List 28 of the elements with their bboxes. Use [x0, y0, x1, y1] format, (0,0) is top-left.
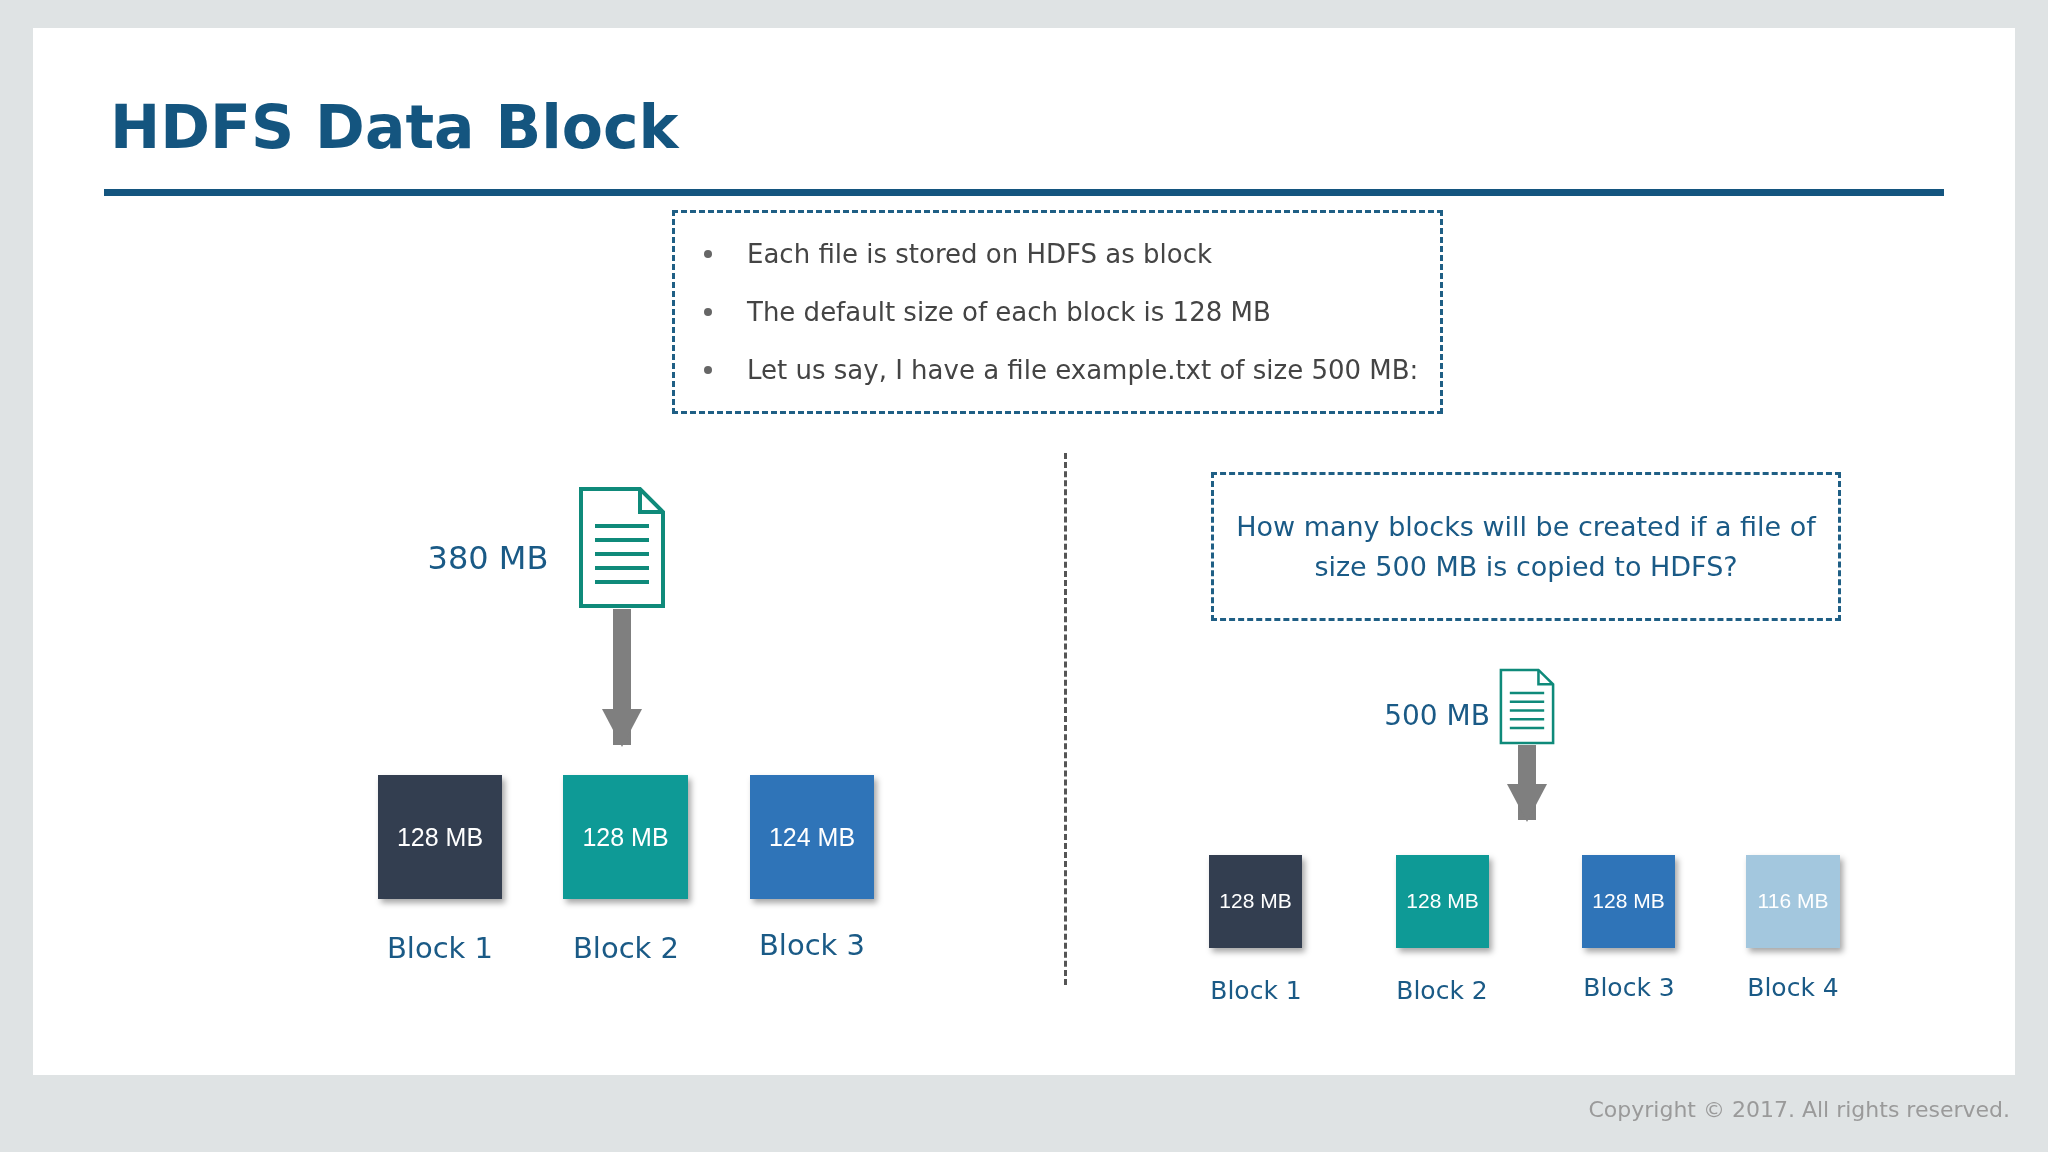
- question-box: [1211, 472, 1841, 621]
- text-label: Block 3: [1583, 972, 1675, 1002]
- text-label: Block 4: [1747, 972, 1839, 1002]
- data-block: 116 MB: [1746, 855, 1840, 948]
- copyright-note: Copyright © 2017. All rights reserved.: [1588, 1097, 2010, 1122]
- data-block: 128 MB: [1209, 855, 1302, 948]
- data-block: 128 MB: [563, 775, 688, 899]
- question-text: How many blocks will be created if a file of size 500 MB is copied to HDFS?: [1235, 509, 1818, 584]
- note-box: [672, 210, 1443, 414]
- data-block: 128 MB: [378, 775, 502, 899]
- text-label: Block 3: [758, 928, 866, 962]
- bullet-text: Let us say, I have a file example.txt of size 500 MB:: [747, 355, 1419, 385]
- data-block: 128 MB: [1396, 855, 1489, 948]
- text-label: Block 1: [386, 931, 494, 965]
- data-block: 124 MB: [750, 775, 874, 899]
- document-icon: [578, 486, 666, 609]
- document-icon: [1499, 668, 1555, 745]
- arrow: [602, 609, 642, 747]
- text-label: Block 2: [1396, 975, 1488, 1005]
- text-label: 500 MB: [1384, 698, 1490, 732]
- text-label: Block 1: [1210, 975, 1302, 1005]
- text-label: Block 2: [572, 931, 680, 965]
- data-block: 128 MB: [1582, 855, 1675, 948]
- bullet-text: Each file is stored on HDFS as block: [747, 239, 1213, 269]
- text-label: 380 MB: [427, 539, 549, 577]
- arrow: [1507, 745, 1547, 822]
- slide-title: HDFS Data Block: [110, 92, 679, 162]
- bullet-text: The default size of each block is 128 MB: [747, 297, 1271, 327]
